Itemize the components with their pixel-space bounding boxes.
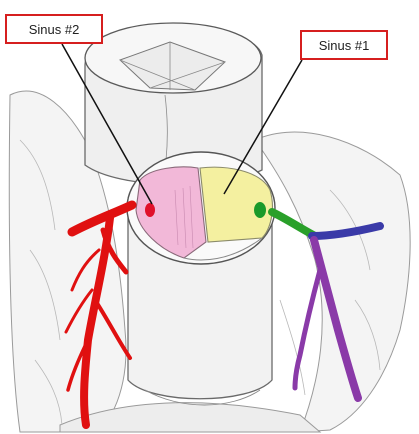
sinus-2-coronary-ostium: [145, 203, 155, 217]
sinus-2-label: Sinus #2: [5, 14, 103, 44]
sinus-1-coronary-ostium: [254, 202, 266, 218]
sinus-1-label: Sinus #1: [300, 30, 388, 60]
